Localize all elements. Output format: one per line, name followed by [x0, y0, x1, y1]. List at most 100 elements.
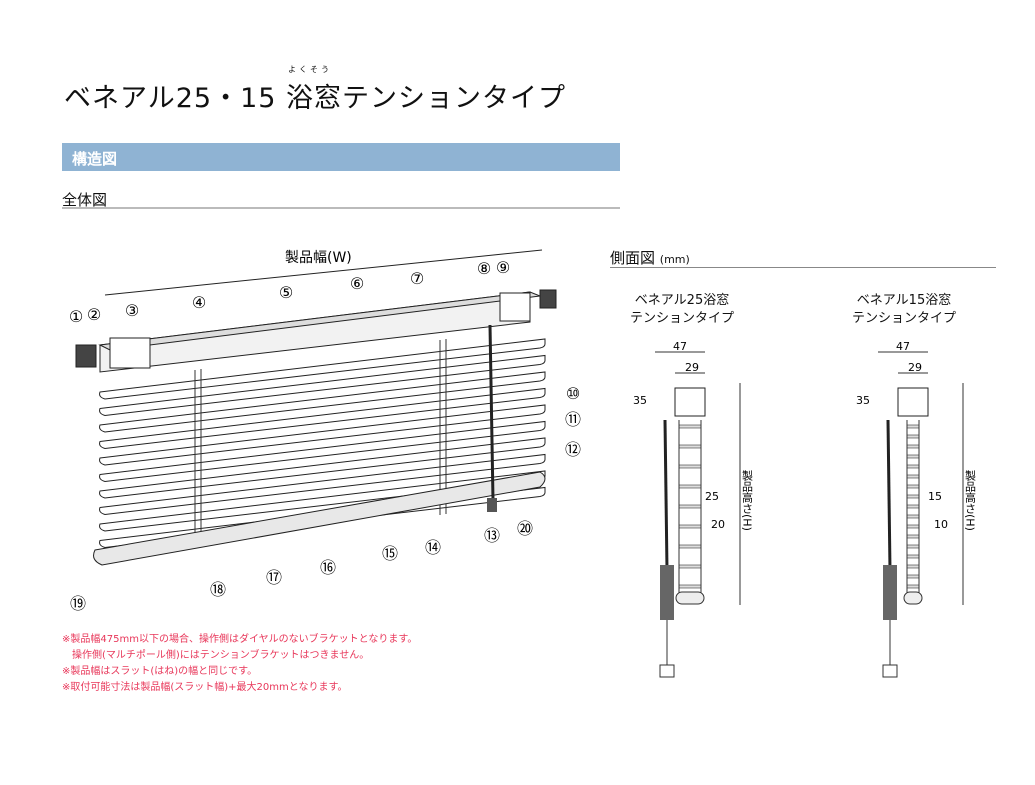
slat — [99, 437, 546, 499]
divider — [62, 207, 620, 209]
bottom-rail — [93, 471, 546, 566]
callout-7: ⑦ — [410, 269, 424, 288]
callout-2: ② — [87, 305, 101, 324]
side-view-caption-25: ベネアル25浴窓テンションタイプ — [630, 293, 735, 326]
section-header-text: 構造図 — [72, 150, 118, 168]
dim-slat-width: 25 — [705, 490, 719, 503]
side-slat — [906, 444, 920, 449]
notes: ※製品幅475mm以下の場合、操作側はダイヤルのないブラケットとなります。 操作… — [62, 632, 417, 696]
side-slat — [678, 464, 702, 469]
dim-head-height: 35 — [856, 394, 870, 407]
height-label: 製品高さ(H) — [964, 469, 977, 531]
side-slat — [906, 574, 920, 579]
slat — [99, 404, 546, 466]
side-slat — [678, 584, 702, 589]
side-headrail — [674, 387, 706, 417]
side-slat — [906, 474, 920, 479]
side-slat — [906, 424, 920, 429]
side-bottom-rail — [903, 591, 923, 605]
end-cap — [499, 292, 531, 322]
side-slat — [678, 564, 702, 569]
dim-head: 29 — [908, 361, 922, 374]
side-headrail — [897, 387, 929, 417]
callout-10: ⑩ — [566, 384, 580, 403]
page-title: ベネアル25・15 浴窓テンションタイプ — [64, 83, 567, 114]
side-wand — [886, 419, 892, 571]
side-slat — [906, 434, 920, 439]
slat — [99, 354, 546, 417]
side-slat — [678, 444, 702, 449]
side-weight — [659, 664, 675, 678]
side-slat — [678, 484, 702, 489]
dim-pitch: 10 — [934, 518, 948, 531]
callout-20: ⑳ — [517, 519, 533, 538]
side-slat — [906, 544, 920, 549]
side-slat — [906, 514, 920, 519]
side-slat — [906, 454, 920, 459]
callout-18: ⑱ — [210, 580, 226, 599]
side-slat — [678, 544, 702, 549]
callout-15: ⑮ — [382, 544, 398, 563]
callout-19: ⑲ — [70, 594, 86, 613]
callout-12: ⑫ — [565, 440, 581, 459]
overall-label: 全体図 — [62, 191, 108, 209]
side-slat — [678, 524, 702, 529]
end-cap — [109, 337, 151, 369]
callout-14: ⑭ — [425, 538, 441, 557]
dim-head-height: 35 — [633, 394, 647, 407]
side-slat — [906, 564, 920, 569]
note: ※製品幅はスラット(はね)の幅と同じです。 — [62, 666, 258, 677]
wand-grip — [487, 498, 497, 512]
slat — [99, 338, 546, 400]
dim-pitch: 20 — [711, 518, 725, 531]
dim-slat-width: 15 — [928, 490, 942, 503]
side-slat — [906, 524, 920, 529]
slat — [99, 453, 546, 516]
section-header: 構造図 — [62, 143, 620, 171]
note: 操作側(マルチポール側)にはテンションブラケットはつきません。 — [72, 650, 370, 661]
dim-depth: 47 — [896, 340, 910, 353]
side-wand — [663, 419, 669, 571]
width-label: 製品幅(W) — [285, 250, 352, 266]
callout-4: ④ — [192, 293, 206, 312]
dim-head: 29 — [685, 361, 699, 374]
height-label: 製品高さ(H) — [741, 469, 754, 531]
callout-8: ⑧ — [477, 259, 491, 278]
side-slat — [906, 504, 920, 509]
side-slat — [678, 424, 702, 429]
callout-11: ⑪ — [565, 410, 581, 429]
side-slat — [678, 504, 702, 509]
side-wand-grip — [883, 565, 897, 620]
side-slat — [906, 494, 920, 499]
side-label: 側面図 (mm) — [610, 249, 690, 267]
side-slat — [906, 464, 920, 469]
callout-6: ⑥ — [350, 274, 364, 293]
side-slat — [906, 584, 920, 589]
divider — [610, 267, 996, 268]
title-ruby: よくそう — [288, 65, 332, 74]
slat — [99, 371, 546, 433]
width-dimension-line — [104, 249, 543, 296]
side-slat — [906, 484, 920, 489]
side-view-caption-15: ベネアル15浴窓テンションタイプ — [852, 293, 957, 326]
side-slat — [906, 534, 920, 539]
tension-bracket-right — [539, 289, 557, 309]
callout-5: ⑤ — [279, 283, 293, 302]
tension-bracket-left — [75, 344, 97, 368]
note: ※取付可能寸法は製品幅(スラット幅)+最大20mmとなります。 — [62, 682, 348, 693]
side-wand-grip — [660, 565, 674, 620]
side-weight — [882, 664, 898, 678]
callout-13: ⑬ — [484, 526, 500, 545]
slat — [99, 387, 546, 450]
callout-1: ① — [69, 307, 83, 326]
slat — [99, 420, 546, 483]
side-slat — [906, 554, 920, 559]
callout-3: ③ — [125, 301, 139, 320]
dim-depth: 47 — [673, 340, 687, 353]
callout-9: ⑨ — [496, 258, 510, 277]
side-bottom-rail — [675, 591, 705, 605]
wand — [488, 324, 495, 501]
callout-16: ⑯ — [320, 558, 336, 577]
note: ※製品幅475mm以下の場合、操作側はダイヤルのないブラケットとなります。 — [62, 634, 418, 645]
